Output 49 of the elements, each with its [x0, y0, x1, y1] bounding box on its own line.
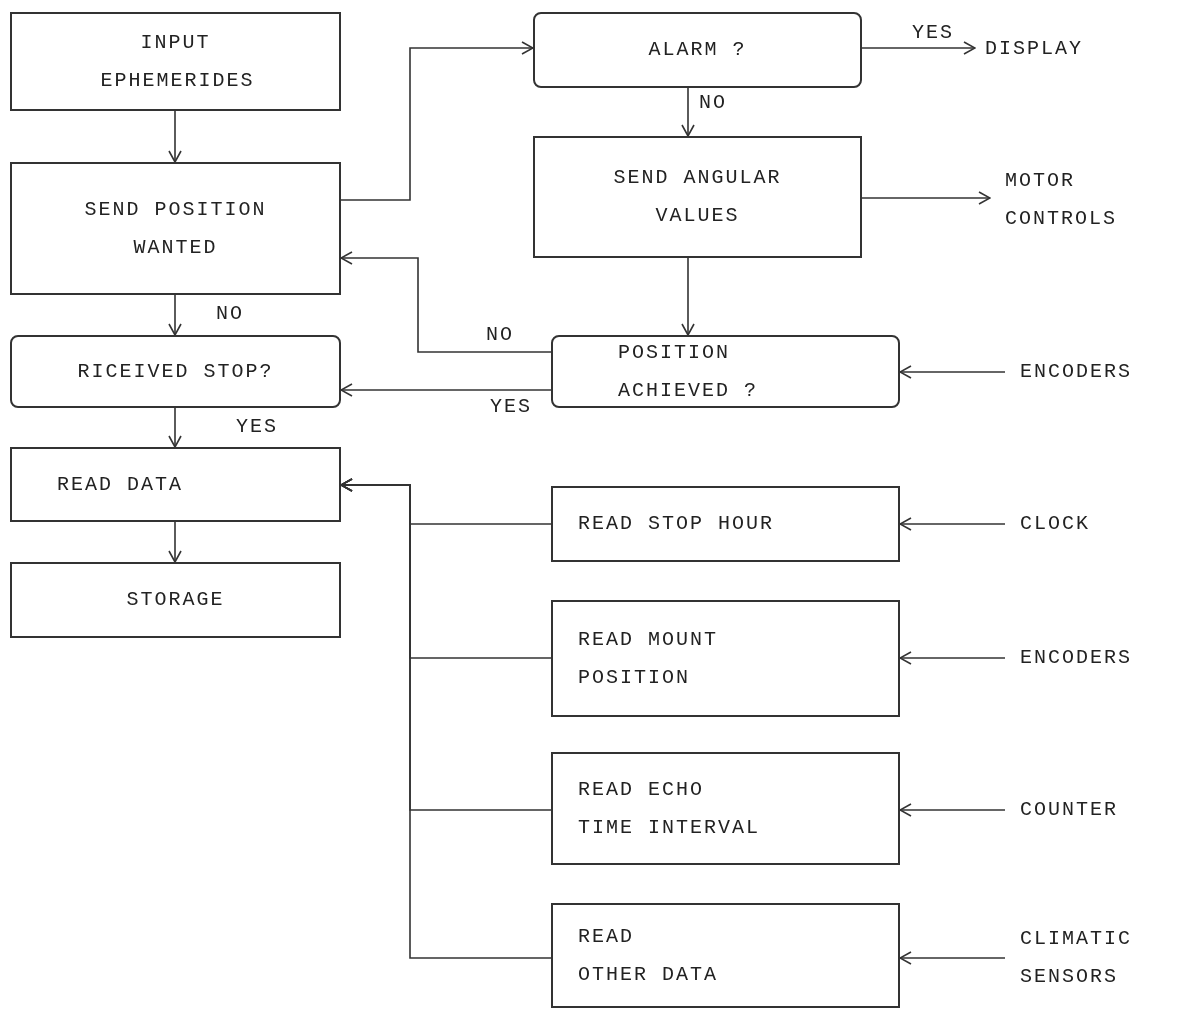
node-text: POSITION ACHIEVED ?	[618, 339, 760, 404]
arrow	[899, 951, 1006, 965]
terminal-label: MOTOR CONTROLS	[1005, 168, 1118, 232]
decision-box	[551, 335, 900, 408]
process-box	[551, 486, 900, 562]
arrow	[340, 383, 552, 397]
arrow	[168, 110, 182, 163]
arrow	[168, 521, 182, 563]
node-text: READ	[578, 923, 635, 950]
node-text: STORAGE	[125, 587, 226, 613]
arrow	[861, 41, 976, 55]
arrow	[168, 407, 182, 448]
node-text: SEND POSITION WANTED	[83, 196, 268, 261]
node-text: READ ECHO TIME INTERVAL	[578, 776, 762, 841]
process-box	[10, 12, 341, 111]
process-box	[10, 162, 341, 295]
decision-box	[533, 12, 862, 88]
node-text: INPUT EPHEMERIDES	[100, 29, 251, 94]
process-box	[551, 903, 900, 1008]
node-text: READ DATA	[57, 471, 185, 498]
process-box	[533, 136, 862, 258]
node-text: READ STOP HOUR	[578, 511, 776, 537]
node-text: SEND ANGULAR VALUES	[612, 165, 783, 229]
arrow	[899, 803, 1006, 817]
terminal-label: COUNTER	[1020, 797, 1119, 823]
decision-box	[10, 335, 341, 408]
arrow	[861, 191, 991, 205]
arrow	[681, 257, 695, 336]
node-text: RICEIVED STOP?	[76, 358, 275, 385]
arrow	[340, 478, 552, 959]
process-box	[551, 600, 900, 717]
arrow	[168, 294, 182, 336]
terminal-label: ENCODERS	[1020, 359, 1133, 385]
terminal-label: CLOCK	[1020, 511, 1091, 537]
arrow	[340, 251, 552, 353]
terminal-label: CLIMATIC SENSORS	[1020, 925, 1133, 990]
arrow	[899, 365, 1006, 379]
process-box	[10, 447, 341, 522]
terminal-label: DISPLAY	[985, 36, 1084, 62]
arrow	[681, 87, 695, 137]
terminal-label: ENCODERS	[1020, 645, 1133, 671]
arrow	[899, 517, 1006, 531]
node-text: READ MOUNT POSITION	[578, 626, 720, 691]
process-box	[551, 752, 900, 865]
arrow	[340, 41, 534, 201]
node-text: ALARM ?	[647, 37, 748, 63]
arrow	[899, 651, 1006, 665]
process-box	[10, 562, 341, 638]
node-text: OTHER DATA	[578, 961, 720, 988]
